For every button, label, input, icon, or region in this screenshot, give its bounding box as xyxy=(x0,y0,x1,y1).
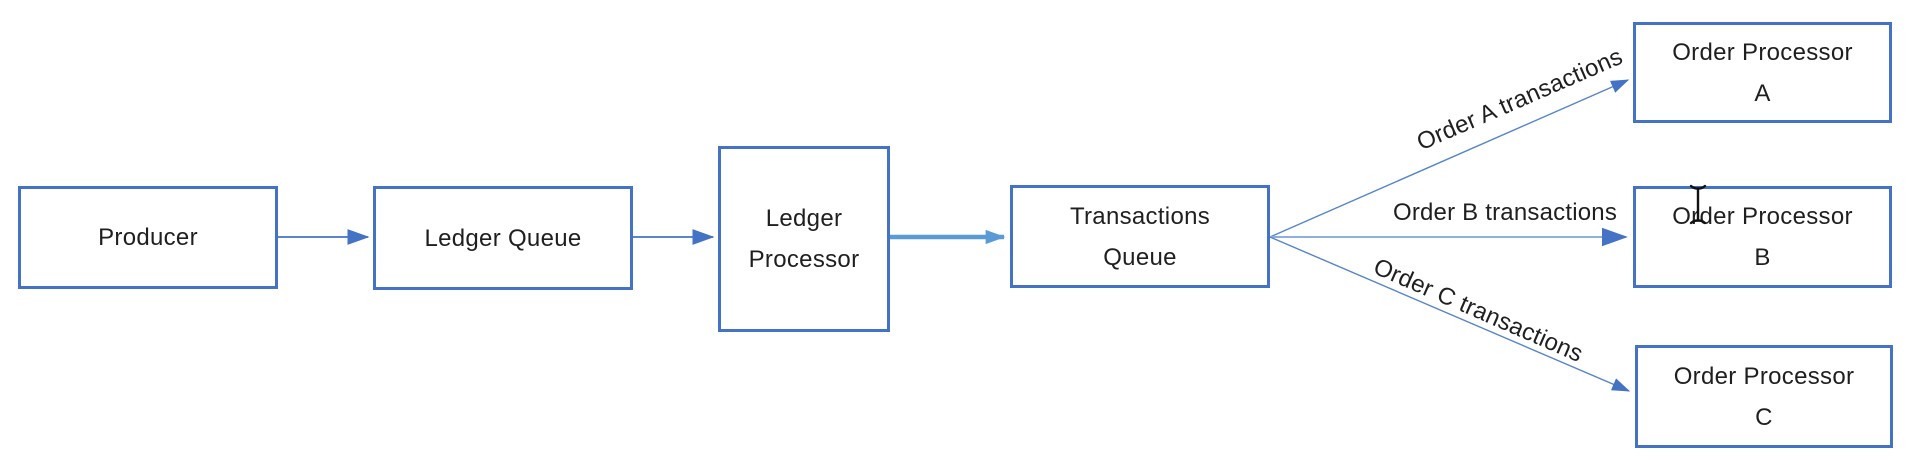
edge-label-order-b-transactions[interactable]: Order B transactions xyxy=(1392,199,1618,226)
node-order-processor-c[interactable]: Order Processor C xyxy=(1635,345,1893,448)
node-ledger-queue-label: Ledger Queue xyxy=(424,224,582,252)
node-order-processor-b[interactable]: Order Processor B xyxy=(1633,186,1892,288)
node-ledger-processor-label: Ledger Processor xyxy=(748,205,860,273)
node-order-processor-a[interactable]: Order Processor A xyxy=(1633,22,1892,123)
node-producer-label: Producer xyxy=(98,224,198,251)
node-order-processor-b-label: Order Processor B xyxy=(1672,203,1853,271)
node-transactions-queue[interactable]: Transactions Queue xyxy=(1010,185,1270,288)
node-order-processor-c-label: Order Processor C xyxy=(1673,362,1855,431)
connector-transactions-queue-to-order-processor-c[interactable] xyxy=(1269,236,1631,392)
node-ledger-queue[interactable]: Ledger Queue xyxy=(373,186,633,290)
node-order-processor-a-label: Order Processor A xyxy=(1672,38,1853,107)
node-ledger-processor[interactable]: Ledger Processor xyxy=(718,146,890,332)
node-transactions-queue-label: Transactions Queue xyxy=(1069,202,1211,271)
node-producer[interactable]: Producer xyxy=(18,186,278,289)
connector-transactions-queue-to-order-processor-a[interactable] xyxy=(1269,79,1630,238)
